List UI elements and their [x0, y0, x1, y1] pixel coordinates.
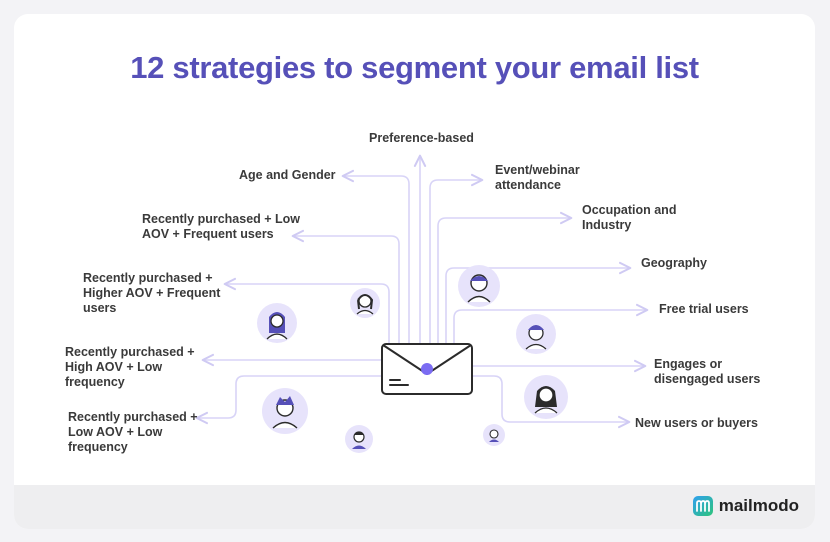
envelope-icon [382, 344, 472, 394]
brand-logo: mailmodo [693, 496, 799, 516]
avatar [257, 303, 297, 343]
strategy-label-new-users: New users or buyers [635, 416, 758, 431]
strategy-label-free-trial: Free trial users [659, 302, 749, 317]
avatar [524, 375, 568, 419]
strategy-label-recent-high-freq-users: Recently purchased + Higher AOV + Freque… [83, 271, 220, 316]
avatar [350, 288, 380, 318]
avatar [483, 424, 505, 446]
strategy-label-age-gender: Age and Gender [239, 168, 336, 183]
brand-name: mailmodo [719, 496, 799, 516]
avatar [345, 425, 373, 453]
strategy-label-recent-low-low-freq: Recently purchased + Low AOV + Low frequ… [68, 410, 198, 455]
footer-bar: mailmodo [14, 485, 815, 529]
strategy-label-event: Event/webinar attendance [495, 163, 580, 193]
strategy-label-preference: Preference-based [369, 131, 474, 146]
mailmodo-logo-icon [693, 496, 713, 516]
avatar [516, 314, 556, 354]
avatar [458, 265, 500, 307]
avatar [262, 388, 308, 434]
infographic-card: 12 strategies to segment your email list [14, 14, 815, 529]
strategy-label-geography: Geography [641, 256, 707, 271]
strategy-label-recent-high-low-freq: Recently purchased + High AOV + Low freq… [65, 345, 195, 390]
strategy-label-occupation: Occupation and Industry [582, 203, 676, 233]
strategy-label-recent-low-freq-users: Recently purchased + Low AOV + Frequent … [142, 212, 300, 242]
strategy-label-engages: Engages or disengaged users [654, 357, 760, 387]
connector-recent-low-freq-users [294, 236, 399, 348]
